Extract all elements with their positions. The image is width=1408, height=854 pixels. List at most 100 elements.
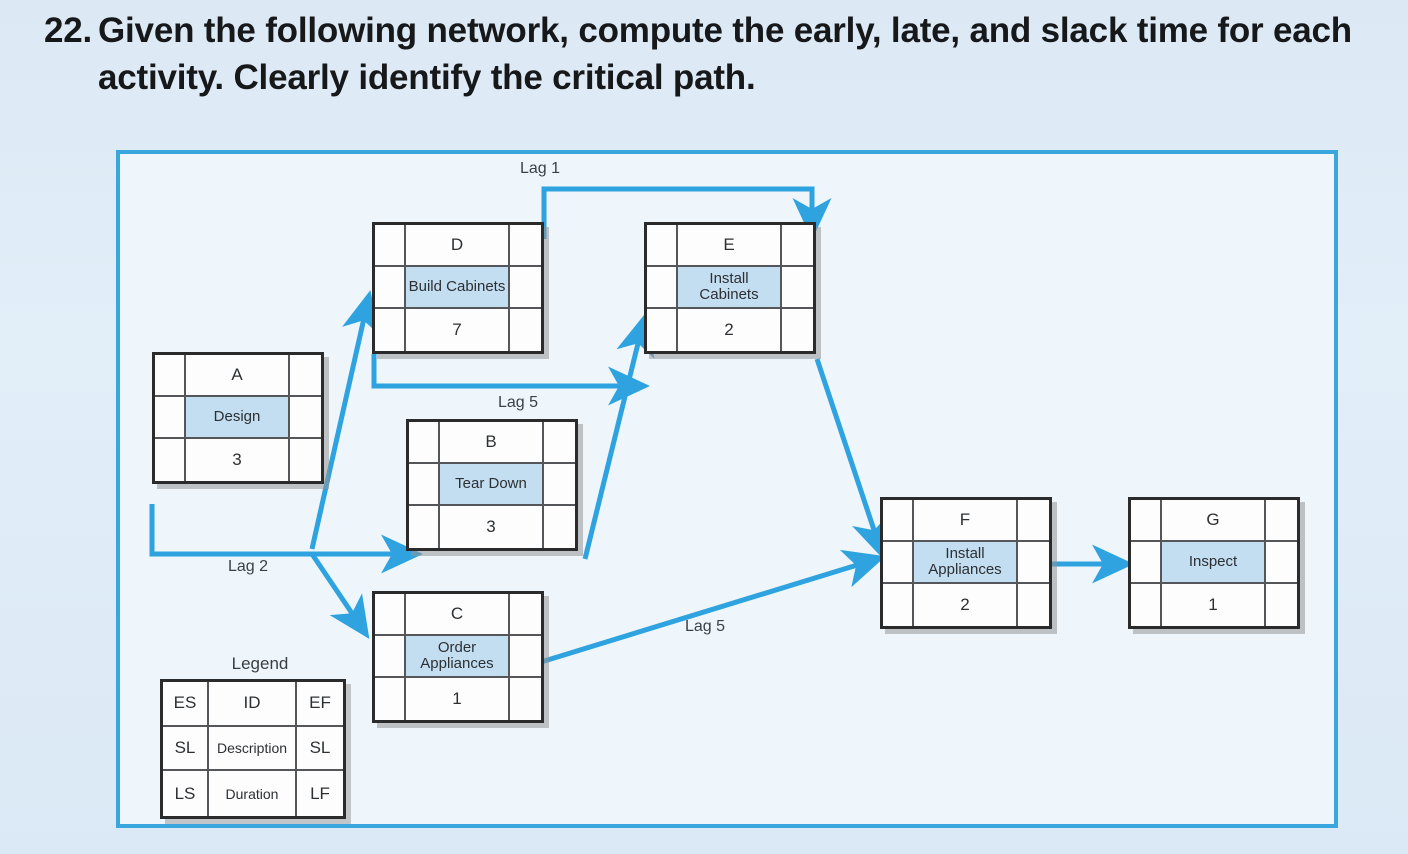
edge-a-to-d (309, 290, 381, 550)
node-c-es (375, 594, 406, 636)
node-a-es (155, 355, 186, 397)
edge-d-to-e-lag5 (371, 354, 651, 406)
node-d-description: Build Cabinets (406, 267, 510, 309)
lag-label-d-to-e: Lag 1 (520, 160, 561, 177)
node-b-ef (544, 422, 575, 464)
node-b-sl-left (409, 464, 440, 506)
node-e-id: E (678, 225, 782, 267)
network-diagram: Lag 1 Lag 5 Lag 2 Lag 5 A Design 3 D (120, 154, 1342, 832)
activity-node-a[interactable]: A Design 3 (152, 352, 324, 484)
node-b-lf (544, 506, 575, 548)
legend-cell-ls: LS (163, 771, 209, 816)
node-c-lf (510, 678, 541, 720)
node-d-ef (510, 225, 541, 267)
node-a-sl-right (290, 397, 321, 439)
legend: Legend ES ID EF SL Description SL LS Dur… (160, 654, 360, 819)
node-f-sl-left (883, 542, 914, 584)
node-a-description: Design (186, 397, 290, 439)
legend-cell-description: Description (209, 726, 297, 772)
legend-cell-sl-left: SL (163, 726, 209, 772)
node-f-es (883, 500, 914, 542)
node-a-ls (155, 439, 186, 481)
edge-c-to-f (527, 549, 886, 669)
legend-cell-duration: Duration (209, 771, 297, 816)
node-b-es (409, 422, 440, 464)
node-f-ef (1018, 500, 1049, 542)
node-c-ef (510, 594, 541, 636)
node-e-ls (647, 309, 678, 351)
connector-layer (149, 186, 1135, 669)
node-b-ls (409, 506, 440, 548)
node-e-description: Install Cabinets (678, 267, 782, 309)
node-d-sl-right (510, 267, 541, 309)
question-number: 22. (44, 11, 93, 50)
node-g-es (1131, 500, 1162, 542)
node-c-ls (375, 678, 406, 720)
edge-a-to-c (309, 552, 370, 639)
node-a-ef (290, 355, 321, 397)
node-g-id: G (1162, 500, 1266, 542)
edge-d-to-e-lag1 (541, 186, 832, 241)
node-d-id: D (406, 225, 510, 267)
node-b-sl-right (544, 464, 575, 506)
node-d-lf (510, 309, 541, 351)
node-f-description: Install Appliances (914, 542, 1018, 584)
node-f-ls (883, 584, 914, 626)
activity-node-e[interactable]: E Install Cabinets 2 (644, 222, 816, 354)
lag-label-c-to-f: Lag 5 (685, 618, 726, 635)
activity-node-g[interactable]: G Inspect 1 (1128, 497, 1300, 629)
node-b-duration: 3 (440, 506, 544, 548)
node-f-duration: 2 (914, 584, 1018, 626)
question-body: Given the following network, compute the… (98, 11, 1352, 97)
node-e-sl-left (647, 267, 678, 309)
legend-title: Legend (231, 654, 289, 673)
node-a-lf (290, 439, 321, 481)
node-c-description: Order Appliances (406, 636, 510, 678)
node-c-sl-right (510, 636, 541, 678)
lag-label-d-to-e-lower: Lag 5 (498, 394, 539, 411)
lag-label-a-to-b: Lag 2 (228, 558, 269, 575)
node-e-ef (782, 225, 813, 267)
node-c-duration: 1 (406, 678, 510, 720)
activity-node-b[interactable]: B Tear Down 3 (406, 419, 578, 551)
legend-cell-es: ES (163, 682, 209, 727)
network-diagram-frame: Lag 1 Lag 5 Lag 2 Lag 5 A Design 3 D (116, 150, 1338, 828)
node-g-duration: 1 (1162, 584, 1266, 626)
node-g-lf (1266, 584, 1297, 626)
node-a-sl-left (155, 397, 186, 439)
node-b-id: B (440, 422, 544, 464)
legend-cell-sl-right: SL (297, 727, 343, 772)
node-d-ls (375, 309, 406, 351)
node-e-lf (782, 309, 813, 351)
legend-cell-id: ID (209, 682, 297, 727)
node-c-id: C (406, 594, 510, 636)
node-e-sl-right (782, 267, 813, 309)
node-a-duration: 3 (186, 439, 290, 481)
node-g-ef (1266, 500, 1297, 542)
node-d-sl-left (375, 267, 406, 309)
node-g-ls (1131, 584, 1162, 626)
legend-table: ES ID EF SL Description SL LS Duration L… (160, 679, 346, 819)
activity-node-f[interactable]: F Install Appliances 2 (880, 497, 1052, 629)
edge-a-to-b-lag2 (149, 504, 424, 574)
node-g-description: Inspect (1162, 542, 1266, 584)
node-f-id: F (914, 500, 1018, 542)
node-e-es (647, 225, 678, 267)
node-g-sl-left (1131, 542, 1162, 584)
legend-cell-lf: LF (310, 783, 330, 803)
node-b-description: Tear Down (440, 464, 544, 506)
question-text: 22. Given the following network, compute… (44, 8, 1374, 101)
edge-b-to-e (582, 313, 655, 560)
activity-node-d[interactable]: D Build Cabinets 7 (372, 222, 544, 354)
activity-node-c[interactable]: C Order Appliances 1 (372, 591, 544, 723)
node-e-duration: 2 (678, 309, 782, 351)
node-a-id: A (186, 355, 290, 397)
node-d-duration: 7 (406, 309, 510, 351)
edge-e-to-f (814, 358, 890, 560)
legend-cell-ef: EF (297, 682, 343, 727)
node-g-sl-right (1266, 542, 1297, 584)
node-f-sl-right (1018, 542, 1049, 584)
node-d-es (375, 225, 406, 267)
node-c-sl-left (375, 636, 406, 678)
node-f-lf (1018, 584, 1049, 626)
